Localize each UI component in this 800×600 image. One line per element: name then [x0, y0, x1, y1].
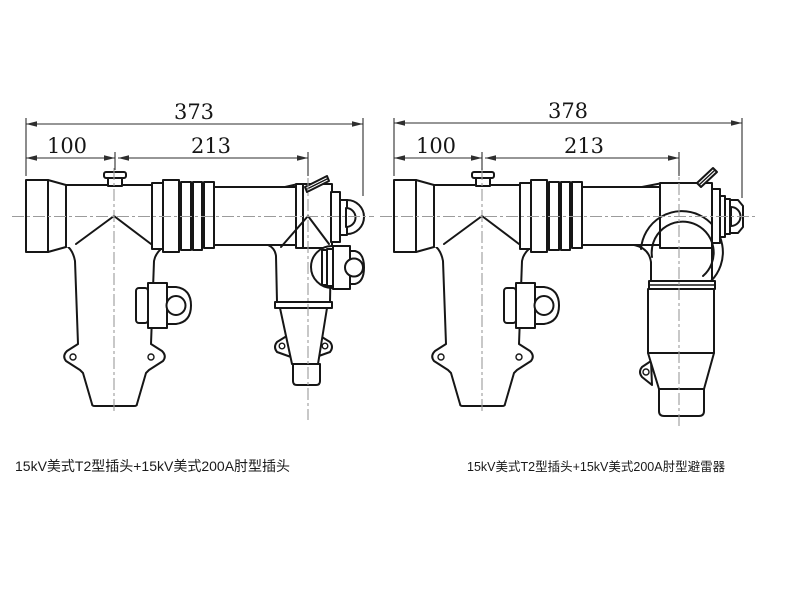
arrester-base: [658, 388, 705, 417]
dim-213-left-drawing: 213: [191, 134, 231, 158]
left-drawing: 373 100 213 15kV美式T2型插头+15kV美式200A肘型插头: [12, 100, 374, 474]
caption-left: 15kV美式T2型插头+15kV美式200A肘型插头: [15, 458, 290, 474]
dimensions-right: 378 100 213: [393, 99, 743, 198]
ear-hole: [321, 342, 329, 350]
dim-100-left-drawing: 100: [47, 134, 87, 158]
hot-stick-eye: [310, 245, 365, 290]
dim-213-right-drawing: 213: [564, 134, 604, 158]
elbow-cone-lines: [280, 215, 330, 248]
dim-total-right-drawing: 378: [548, 99, 588, 123]
eye-hole: [345, 207, 357, 228]
caption-right: 15kV美式T2型插头+15kV美式200A肘型避雷器: [467, 459, 726, 474]
elbow-bend-outer-arc: [640, 210, 724, 282]
dim-100-right-drawing: 100: [416, 134, 456, 158]
arrester-body: [647, 288, 715, 354]
plug-nose: [292, 363, 321, 386]
eye-hole: [344, 257, 364, 278]
elbow-downtube: [633, 244, 713, 282]
centerlines-left: [12, 168, 374, 420]
arrester-taper: [647, 352, 715, 390]
dimensions-left: 373 100 213: [25, 100, 364, 196]
ear-hole: [278, 342, 286, 350]
dim-total-left-drawing: 373: [174, 100, 214, 124]
ear-hole: [642, 368, 650, 376]
right-drawing: 378 100 213 15kV美式T2型插头+15kV美式200A肘型避雷器: [380, 99, 756, 474]
eye-hole: [730, 206, 742, 227]
ear-left: [639, 360, 653, 386]
arrester-head: [659, 182, 713, 249]
centerlines-right: [380, 162, 756, 428]
